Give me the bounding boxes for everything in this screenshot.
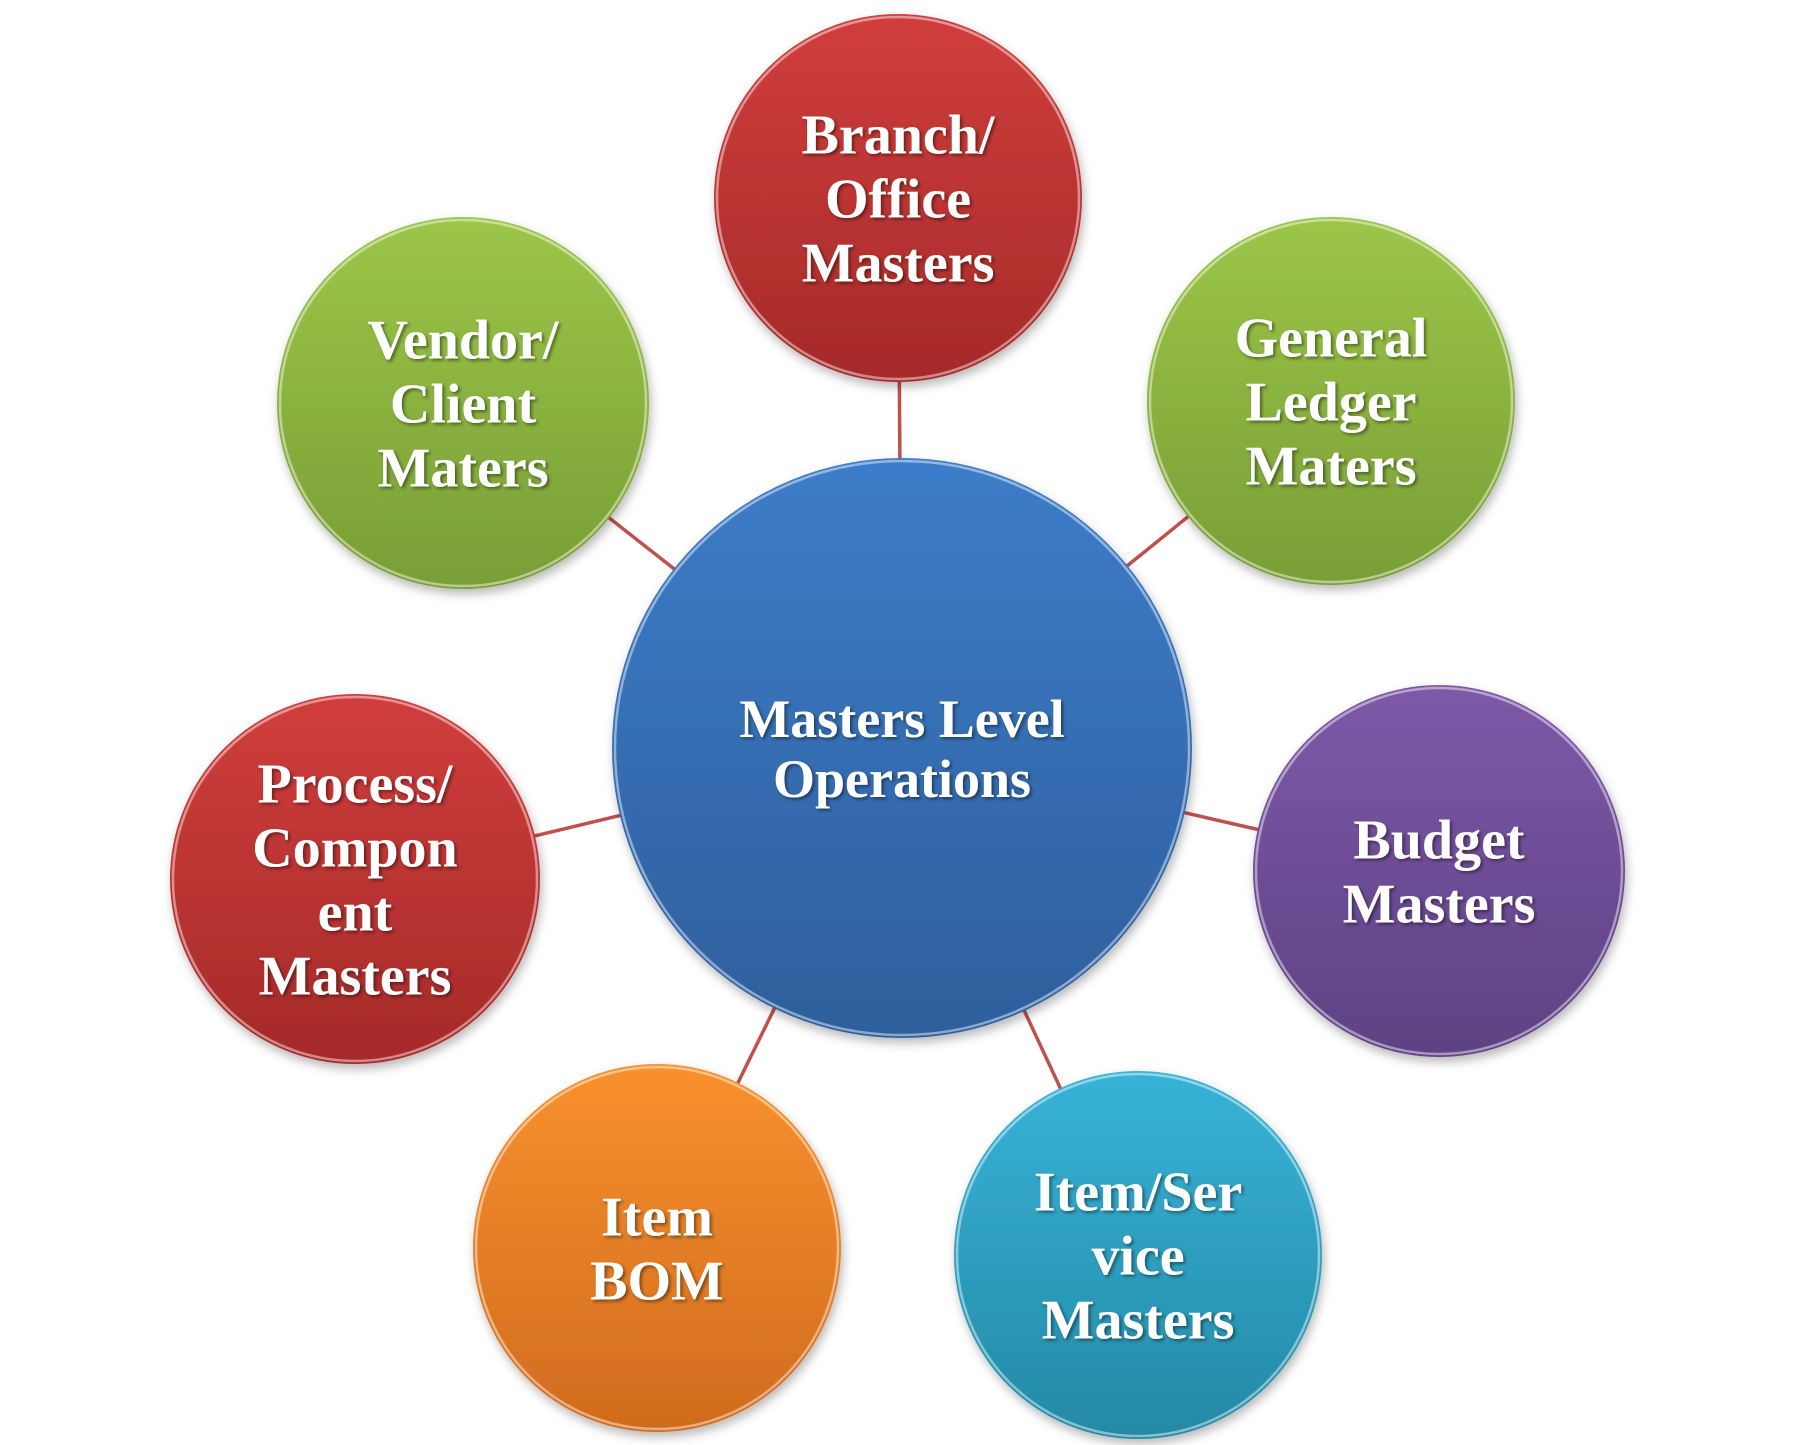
node-label-line: Masters bbox=[259, 946, 452, 1008]
node-circle bbox=[954, 1071, 1322, 1439]
connector-item-bom bbox=[734, 1004, 778, 1088]
connector-vendor-client-maters bbox=[605, 514, 679, 573]
connector-branch-office-masters bbox=[897, 377, 902, 463]
node-label-line: vice bbox=[1091, 1226, 1184, 1288]
node-label-line: Masters bbox=[1042, 1290, 1235, 1352]
node-label-line: BOM bbox=[590, 1251, 724, 1313]
node-circle bbox=[714, 14, 1082, 382]
node-label-line: ent bbox=[318, 882, 393, 944]
node-rim-highlight bbox=[715, 15, 1081, 381]
connectors bbox=[530, 377, 1262, 1093]
connector-budget-masters bbox=[1180, 810, 1262, 833]
center-circle bbox=[612, 458, 1192, 1038]
nodes: Branch/OfficeMastersGeneralLedgerMatersB… bbox=[170, 14, 1625, 1439]
node-circle bbox=[277, 217, 649, 589]
connector-general-ledger-maters bbox=[1123, 512, 1193, 570]
node-label-line: Compon bbox=[252, 818, 457, 880]
node-label-line: Item/Ser bbox=[1034, 1162, 1242, 1224]
node-label-line: Budget bbox=[1353, 810, 1524, 872]
node-label-line: General bbox=[1235, 308, 1428, 370]
node-label-line: Client bbox=[390, 374, 537, 436]
node-circle bbox=[1147, 217, 1515, 585]
node-rim-highlight bbox=[1254, 686, 1624, 1056]
node-circle bbox=[170, 694, 540, 1064]
node-rim-highlight bbox=[171, 695, 539, 1063]
node-label-line: Maters bbox=[1245, 436, 1416, 498]
node-rim-highlight bbox=[955, 1072, 1321, 1438]
node-rim-highlight bbox=[474, 1065, 840, 1431]
node-label-line: Masters bbox=[1343, 874, 1536, 936]
node-rim-highlight bbox=[1148, 218, 1514, 584]
node-circle bbox=[473, 1064, 841, 1432]
node-label-line: Maters bbox=[377, 438, 548, 500]
connector-process-component-masters bbox=[530, 812, 625, 839]
node-rim-highlight bbox=[278, 218, 648, 588]
node-label-line: Item bbox=[601, 1187, 713, 1249]
node-label-line: Vendor/ bbox=[368, 310, 560, 372]
node-label-line: Office bbox=[825, 169, 971, 231]
node-label-line: Process/ bbox=[258, 754, 454, 816]
node-label-line: Masters bbox=[802, 233, 995, 295]
connector-item-service-masters bbox=[1021, 1006, 1064, 1093]
center-label-line: Masters Level bbox=[739, 689, 1064, 749]
node-rim-highlight bbox=[613, 459, 1191, 1037]
center-label-line: Operations bbox=[773, 749, 1031, 809]
node-label-line: Branch/ bbox=[802, 105, 996, 167]
node-circle bbox=[1253, 685, 1625, 1057]
node-label-line: Ledger bbox=[1245, 372, 1416, 434]
